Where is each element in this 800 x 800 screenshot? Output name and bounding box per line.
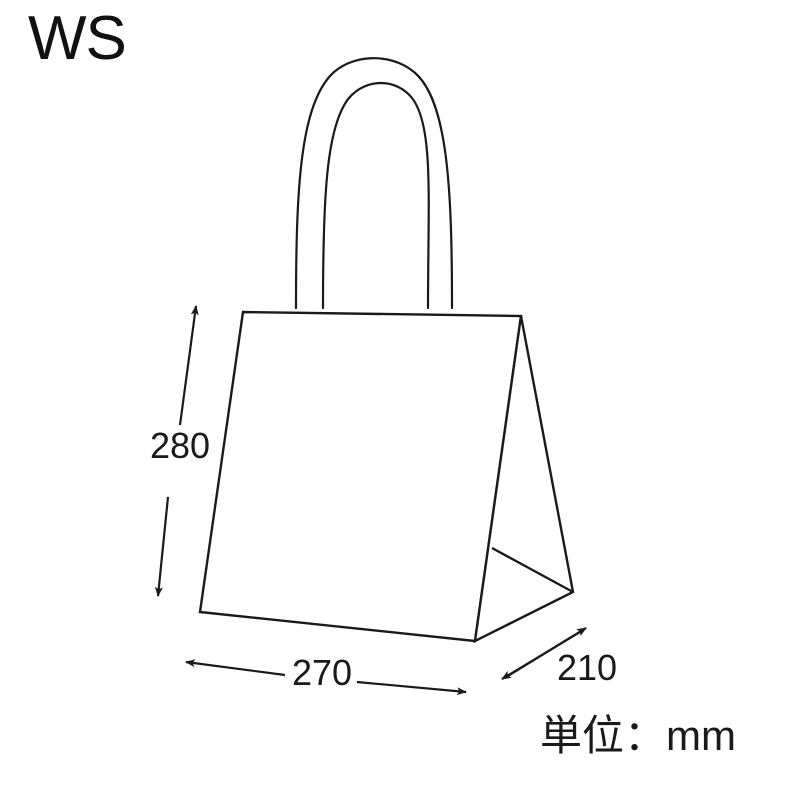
dimension-width-label: 270: [292, 652, 353, 693]
dimension-arrow-height: [154, 305, 199, 597]
bag-side-gusset-path: [473, 315, 575, 644]
handle-inner-arch-path: [321, 81, 430, 310]
handle-outer-arch-path: [294, 57, 454, 310]
dimension-height-label: 280: [150, 425, 211, 466]
dimension-arrow-width: [185, 659, 467, 696]
dimension-depth-label: 210: [557, 647, 618, 688]
bag-gusset-fold-line: [491, 546, 574, 594]
product-code-label: WS: [28, 4, 127, 73]
dimension-arrow-depth: [501, 627, 587, 680]
bag-front-panel-path: [198, 310, 523, 643]
unit-note-label: 単位：mm: [540, 712, 736, 759]
